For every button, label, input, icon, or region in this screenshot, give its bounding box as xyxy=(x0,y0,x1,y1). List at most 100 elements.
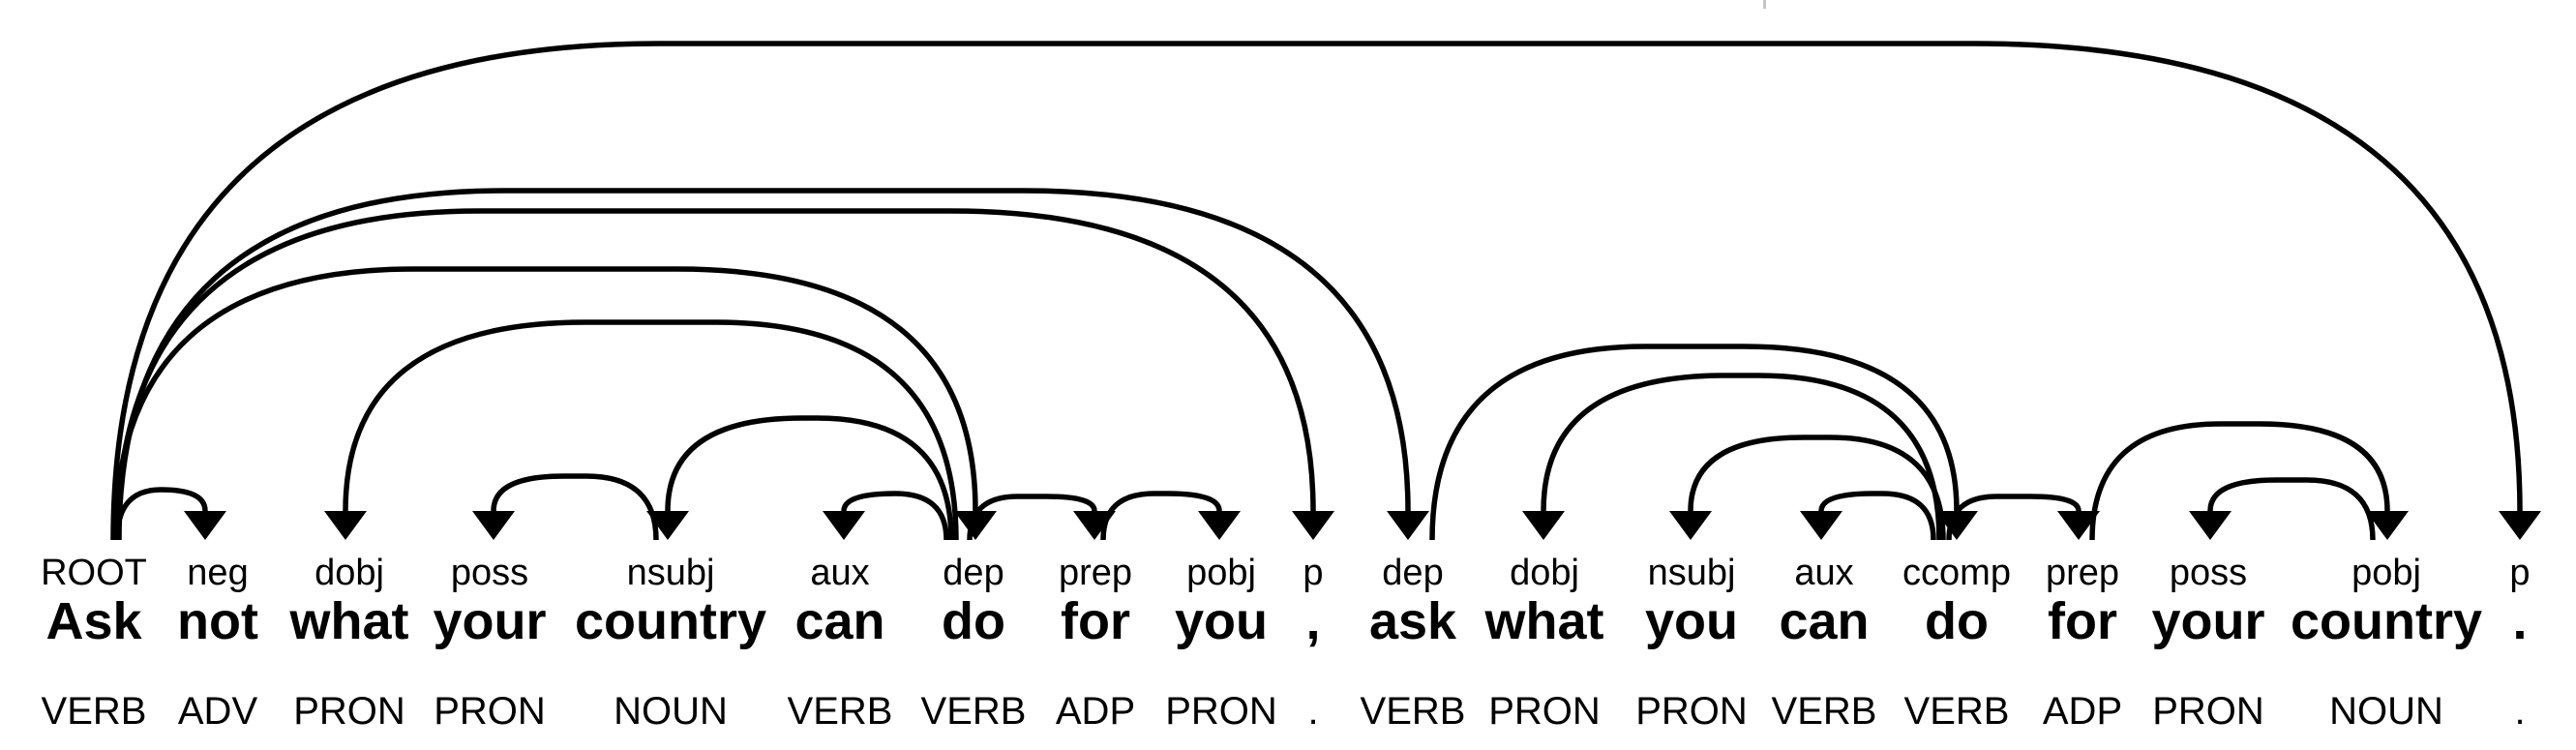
dependency-arc-dep xyxy=(112,266,997,541)
token-word: country xyxy=(575,592,766,650)
arc-curve xyxy=(114,208,1316,541)
pos-tag: PRON xyxy=(1165,690,1277,733)
pos-tag: ADP xyxy=(1056,690,1135,733)
arc-curve xyxy=(1541,373,1942,541)
relation-label: pobj xyxy=(1186,553,1256,593)
token-word: not xyxy=(177,592,258,650)
relation-label: nsubj xyxy=(1648,553,1736,593)
token-word: your xyxy=(2151,592,2264,650)
token-word: for xyxy=(1061,592,1130,650)
pos-tag: VERB xyxy=(921,690,1027,733)
artifacts-layer xyxy=(1763,0,1766,9)
token-word: what xyxy=(288,592,408,650)
pos-tag: VERB xyxy=(788,690,893,733)
dependency-arc-p xyxy=(110,41,2541,541)
relation-label: dep xyxy=(943,553,1003,593)
relation-label: p xyxy=(1303,553,1323,593)
token-word: you xyxy=(1175,592,1268,650)
relation-label: prep xyxy=(2046,553,2119,593)
arc-curve xyxy=(1818,491,1936,541)
arc-curve xyxy=(491,473,659,541)
dependency-arc-poss xyxy=(2189,477,2376,541)
pos-tag: NOUN xyxy=(2329,690,2443,733)
relation-label: dep xyxy=(1382,553,1443,593)
arc-arrowhead-icon xyxy=(1800,511,1842,540)
dependency-arc-pobj xyxy=(1100,491,1241,541)
arc-arrowhead-icon xyxy=(1935,511,1978,540)
relation-label: ccomp xyxy=(1902,553,2011,593)
tokens-layer: ROOTAskVERBnegnotADVdobjwhatPRONpossyour… xyxy=(41,553,2530,733)
pos-tag: PRON xyxy=(434,690,546,733)
dependency-arc-poss xyxy=(472,473,659,541)
arc-arrowhead-icon xyxy=(1292,511,1334,540)
relation-label: ROOT xyxy=(41,553,147,593)
dependency-arc-pobj xyxy=(2089,421,2409,541)
token: p.. xyxy=(2509,553,2530,733)
relation-label: poss xyxy=(451,553,528,593)
dependency-arc-nsubj xyxy=(1669,435,1946,541)
pos-tag: ADP xyxy=(2043,690,2122,733)
arc-curve xyxy=(110,41,2523,541)
dependency-arc-prep xyxy=(967,494,1116,541)
artifact-tick xyxy=(1763,0,1766,9)
arc-arrowhead-icon xyxy=(646,511,689,540)
arc-arrowhead-icon xyxy=(1198,511,1241,540)
arc-curve xyxy=(1429,344,1960,541)
token-word: Ask xyxy=(45,592,142,650)
token-word: can xyxy=(1779,592,1869,650)
arc-curve xyxy=(2207,477,2376,541)
pos-tag: ADV xyxy=(178,690,258,733)
arc-arrowhead-icon xyxy=(472,511,515,540)
token-word: , xyxy=(1305,592,1320,650)
arc-curve xyxy=(967,494,1097,541)
token-word: do xyxy=(1925,592,1989,650)
pos-tag: VERB xyxy=(1361,690,1466,733)
token-word: . xyxy=(2512,592,2527,650)
token-word: country xyxy=(2291,592,2482,650)
dependency-arc-aux xyxy=(1800,491,1936,541)
pos-tag: VERB xyxy=(1772,690,1877,733)
arc-curve xyxy=(1688,435,1946,541)
dependency-arc-dobj xyxy=(1522,373,1942,541)
pos-tag: PRON xyxy=(293,690,405,733)
token-word: for xyxy=(2048,592,2117,650)
relation-label: dobj xyxy=(1510,553,1579,593)
arc-curve xyxy=(841,491,949,541)
arc-arrowhead-icon xyxy=(823,511,865,540)
token-word: your xyxy=(433,592,546,650)
pos-tag: PRON xyxy=(1635,690,1748,733)
token: p,. xyxy=(1303,553,1323,733)
dependency-arc-neg xyxy=(114,487,226,541)
relation-label: aux xyxy=(1794,553,1853,593)
relation-label: pobj xyxy=(2351,553,2421,593)
arc-curve xyxy=(1946,494,2082,541)
pos-tag: VERB xyxy=(1904,690,2010,733)
arc-curve xyxy=(2089,421,2390,541)
arc-curve xyxy=(665,415,954,541)
relation-label: prep xyxy=(1059,553,1132,593)
arc-arrowhead-icon xyxy=(2499,511,2541,540)
dependency-arc-prep xyxy=(1946,494,2100,541)
arc-arrowhead-icon xyxy=(954,511,997,540)
token-word: what xyxy=(1483,592,1603,650)
arc-arrowhead-icon xyxy=(1387,511,1429,540)
dependency-arc-ccomp xyxy=(1429,344,1978,541)
relation-label: poss xyxy=(2170,553,2247,593)
